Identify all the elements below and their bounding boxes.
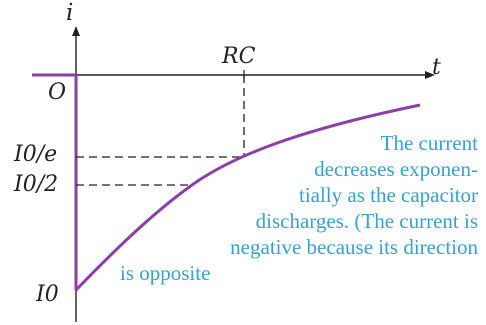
current-axis-arrow (72, 26, 80, 36)
current-axis-label: i (66, 0, 74, 26)
caption-line: decreases exponen- (314, 157, 478, 181)
rc-label: RC (222, 44, 256, 69)
caption-line: discharges. (The current is (255, 209, 478, 233)
i0-over-e-label: I0/e (14, 142, 58, 167)
caption-line: is opposite (120, 261, 211, 285)
caption-line: negative because its direction (230, 235, 478, 259)
caption-line: tially as the capacitor (298, 183, 478, 207)
origin-label: O (48, 80, 67, 105)
i0-label: I0 (36, 282, 59, 307)
time-axis-label: t (432, 55, 441, 80)
current-curve (74, 103, 421, 292)
i0-over-2-label: I0/2 (14, 172, 59, 197)
caption-line: The current (380, 131, 478, 155)
caption: The current decreases exponen- tially as… (118, 130, 478, 286)
time-axis-arrow (425, 71, 435, 79)
